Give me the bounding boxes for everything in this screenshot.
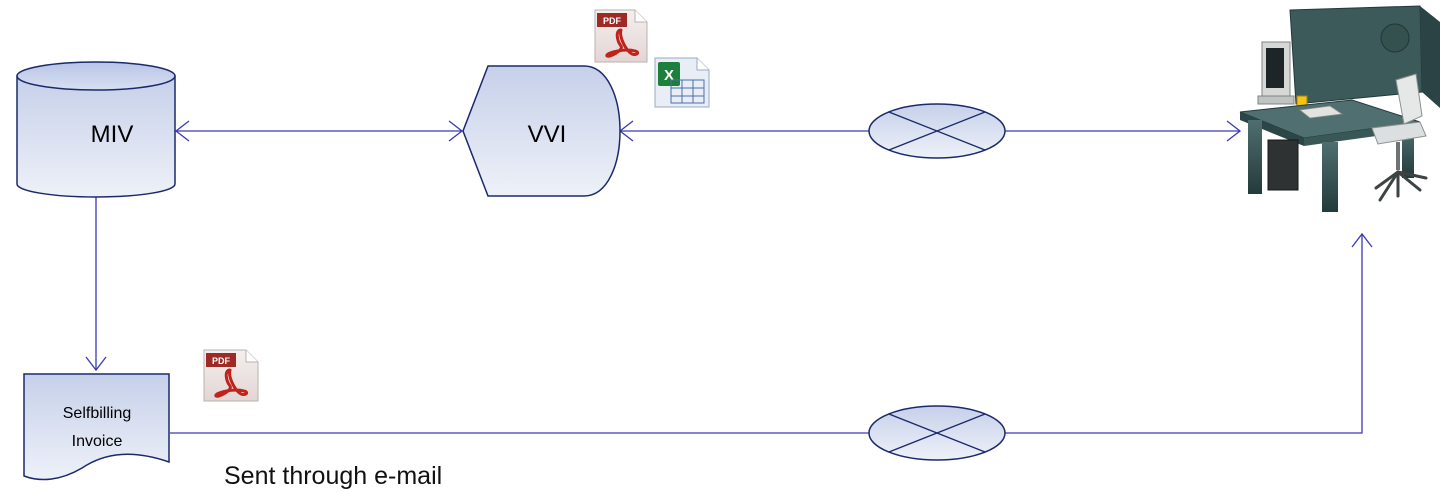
- selfbilling-invoice-document-node: Selfbilling Invoice: [23, 373, 170, 481]
- arrowhead-up: [1351, 232, 1373, 248]
- junction-or-bottom: [868, 405, 1006, 461]
- excel-icon: X: [654, 57, 710, 108]
- pdf-icon: PDF: [594, 9, 648, 63]
- svg-text:PDF: PDF: [603, 16, 622, 26]
- miv-database-node: MIV: [16, 61, 176, 198]
- miv-label: MIV: [91, 121, 134, 148]
- invoice-label-line2: Invoice: [72, 433, 123, 450]
- connector-miv-invoice: [85, 196, 107, 372]
- svg-text:X: X: [664, 67, 674, 84]
- invoice-label-line1: Selfbilling: [63, 405, 131, 422]
- arrowhead-right: [1226, 120, 1242, 142]
- workstation-desk-icon: [1239, 5, 1440, 212]
- arrowhead-down: [85, 356, 107, 372]
- connector-invoice-workstation: [170, 232, 1373, 434]
- junction-or-top: [868, 103, 1006, 159]
- svg-text:PDF: PDF: [212, 356, 231, 366]
- vvi-label: VVI: [528, 121, 567, 148]
- connector-miv-vvi: [174, 120, 464, 142]
- email-caption: Sent through e-mail: [224, 462, 443, 490]
- pdf-icon: PDF: [203, 349, 259, 402]
- vvi-display-node: VVI: [462, 65, 621, 197]
- arrowhead-left: [174, 120, 190, 142]
- arrowhead-right: [448, 120, 464, 142]
